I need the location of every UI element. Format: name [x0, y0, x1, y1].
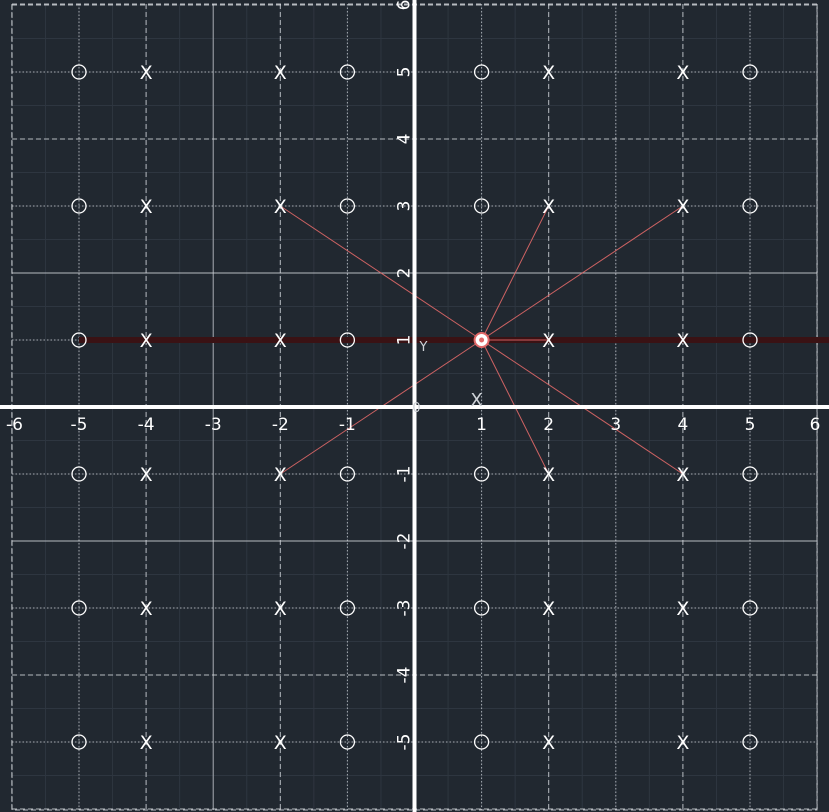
- x-point: X: [140, 464, 153, 486]
- y-tick-label: 6: [395, 0, 415, 10]
- y-tick-label: 2: [395, 268, 415, 279]
- y-tick-label: -3: [395, 600, 415, 617]
- circle-point: [71, 600, 87, 616]
- y-tick-label: 4: [395, 134, 415, 145]
- circle-point: [339, 64, 356, 80]
- x-tick-label: -6: [6, 415, 23, 435]
- x-point: X: [676, 196, 689, 218]
- circle-point: [71, 466, 87, 482]
- x-point: X: [140, 330, 153, 352]
- circle-point: [473, 734, 490, 750]
- circle-point: [339, 734, 356, 750]
- x-point: X: [676, 62, 689, 84]
- y-tick-label: -4: [395, 667, 415, 684]
- circle-point: [71, 332, 87, 348]
- x-point: X: [542, 62, 555, 84]
- x-point: X: [542, 732, 555, 754]
- x-point: X: [140, 732, 153, 754]
- x-tick-label: -2: [272, 415, 289, 435]
- x-tick-label: -4: [138, 415, 155, 435]
- center-point-dot: [479, 337, 485, 343]
- x-point: X: [542, 598, 555, 620]
- y-tick-label: -2: [395, 533, 415, 550]
- circle-point: [473, 600, 490, 616]
- x-tick-label: 3: [610, 415, 621, 435]
- x-point: X: [676, 598, 689, 620]
- x-tick-label: 2: [543, 415, 554, 435]
- x-point: X: [140, 196, 153, 218]
- x-point: X: [676, 464, 689, 486]
- circle-point: [742, 198, 758, 214]
- y-tick-label: 3: [395, 201, 415, 212]
- x-point: X: [274, 330, 287, 352]
- x-point: X: [676, 732, 689, 754]
- y-tick-label: 1: [395, 335, 415, 346]
- circle-point: [339, 198, 356, 214]
- x-point: X: [140, 598, 153, 620]
- circle-point: [71, 734, 87, 750]
- x-tick-label: -1: [339, 415, 356, 435]
- x-point: X: [676, 330, 689, 352]
- x-point: X: [542, 464, 555, 486]
- axis-marker-y: Y: [419, 340, 428, 355]
- circle-point: [742, 600, 758, 616]
- circle-point: [742, 64, 758, 80]
- circle-point: [742, 466, 758, 482]
- point-markers: X X X X X X X X X X X X X X X X X X X X X X X X: [71, 62, 758, 754]
- x-tick-label: -5: [71, 415, 88, 435]
- x-tick-label: -3: [205, 415, 222, 435]
- x-point: X: [274, 732, 287, 754]
- ray-line: [481, 205, 550, 341]
- origin-label: 0: [412, 401, 420, 416]
- axis-marker-x: X: [470, 390, 482, 411]
- circle-point: [473, 64, 490, 80]
- x-tick-label: 6: [810, 415, 821, 435]
- x-point: X: [274, 598, 287, 620]
- y-tick-label: -5: [395, 734, 415, 751]
- circle-point: [339, 466, 356, 482]
- x-point: X: [542, 196, 555, 218]
- x-point: X: [274, 196, 287, 218]
- circle-point: [339, 600, 356, 616]
- ray-line: [481, 205, 684, 341]
- circle-point: [71, 64, 87, 80]
- circle-point: [742, 734, 758, 750]
- x-point: X: [542, 330, 555, 352]
- ray-line: [280, 205, 482, 341]
- circle-point: [742, 332, 758, 348]
- x-point: X: [140, 62, 153, 84]
- y-tick-label: -1: [395, 466, 415, 483]
- x-point: X: [274, 62, 287, 84]
- y-tick-label: 5: [395, 67, 415, 78]
- x-tick-label: 1: [476, 415, 487, 435]
- circle-point: [473, 466, 490, 482]
- x-point: X: [274, 464, 287, 486]
- tick-labels: -6 -5 -4 -3 -2 -1 1 2 3 4 5 6 6 5 4 3 2 1 -1 -2 -3 -4 -5 0 Y X: [6, 0, 821, 750]
- circle-point: [71, 198, 87, 214]
- x-tick-label: 5: [745, 415, 756, 435]
- x-tick-label: 4: [677, 415, 688, 435]
- circle-point: [339, 332, 356, 348]
- circle-point: [473, 198, 490, 214]
